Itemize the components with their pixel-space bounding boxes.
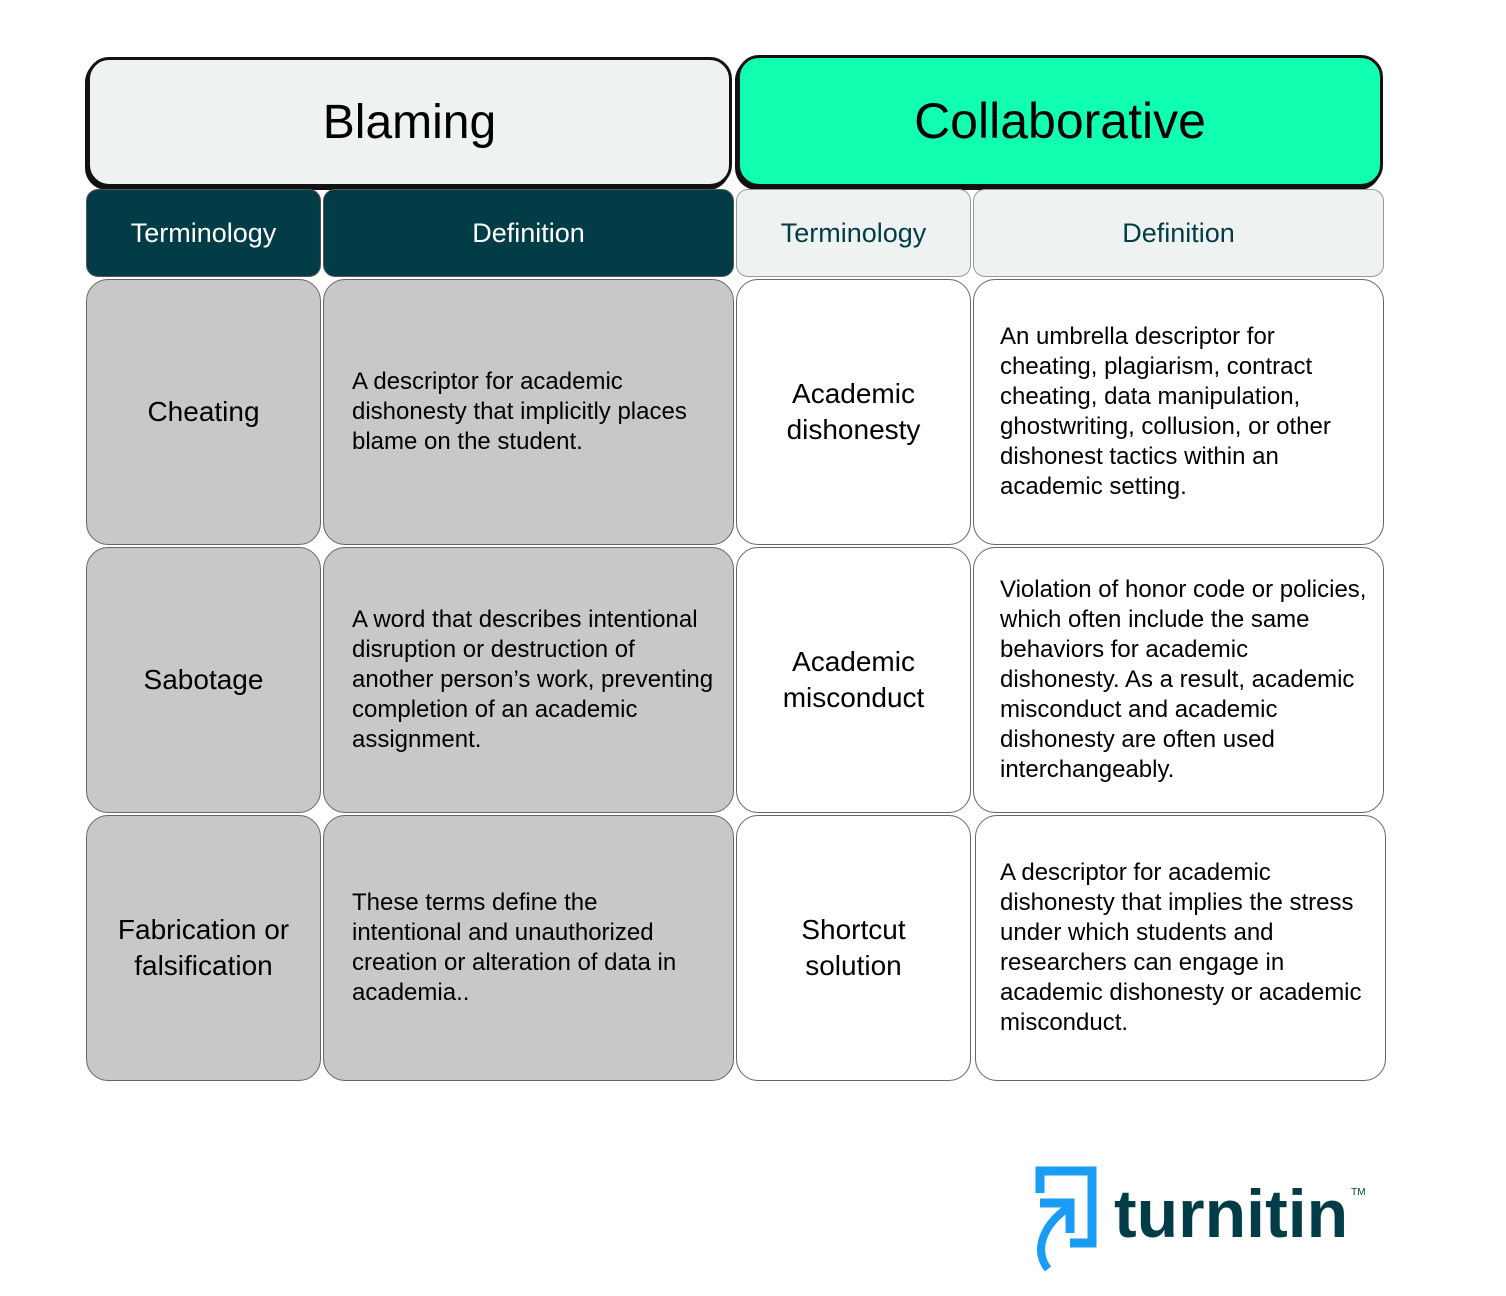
blaming-definition-header: Definition [323,189,734,277]
blaming-term-cell: Fabrication or falsification [86,815,321,1081]
blaming-definition-cell: A descriptor for academic dishonesty tha… [323,279,734,545]
collaborative-term-cell: Shortcut solution [736,815,971,1081]
collaborative-definition-header: Definition [973,189,1384,277]
collaborative-definition-cell: A descriptor for academic dishonesty tha… [975,815,1386,1081]
collaborative-term-cell: Academic dishonesty [736,279,971,545]
turnitin-arrow-icon [1035,1166,1097,1272]
collaborative-definition-cell: Violation of honor code or policies, whi… [973,547,1384,813]
blaming-definition-cell: These terms define the intentional and u… [323,815,734,1081]
blaming-terminology-header: Terminology [86,189,321,277]
blaming-term-cell: Cheating [86,279,321,545]
turnitin-logo: turnitin TM [1030,1165,1366,1275]
blaming-header: Blaming [87,57,732,187]
blaming-term-cell: Sabotage [86,547,321,813]
collaborative-definition-cell: An umbrella descriptor for cheating, pla… [973,279,1384,545]
collaborative-terminology-header: Terminology [736,189,971,277]
trademark: TM [1351,1187,1366,1198]
logo-text: turnitin [1114,1176,1349,1252]
collaborative-header: Collaborative [737,55,1383,187]
blaming-definition-cell: A word that describes intentional disrup… [323,547,734,813]
collaborative-term-cell: Academic misconduct [736,547,971,813]
